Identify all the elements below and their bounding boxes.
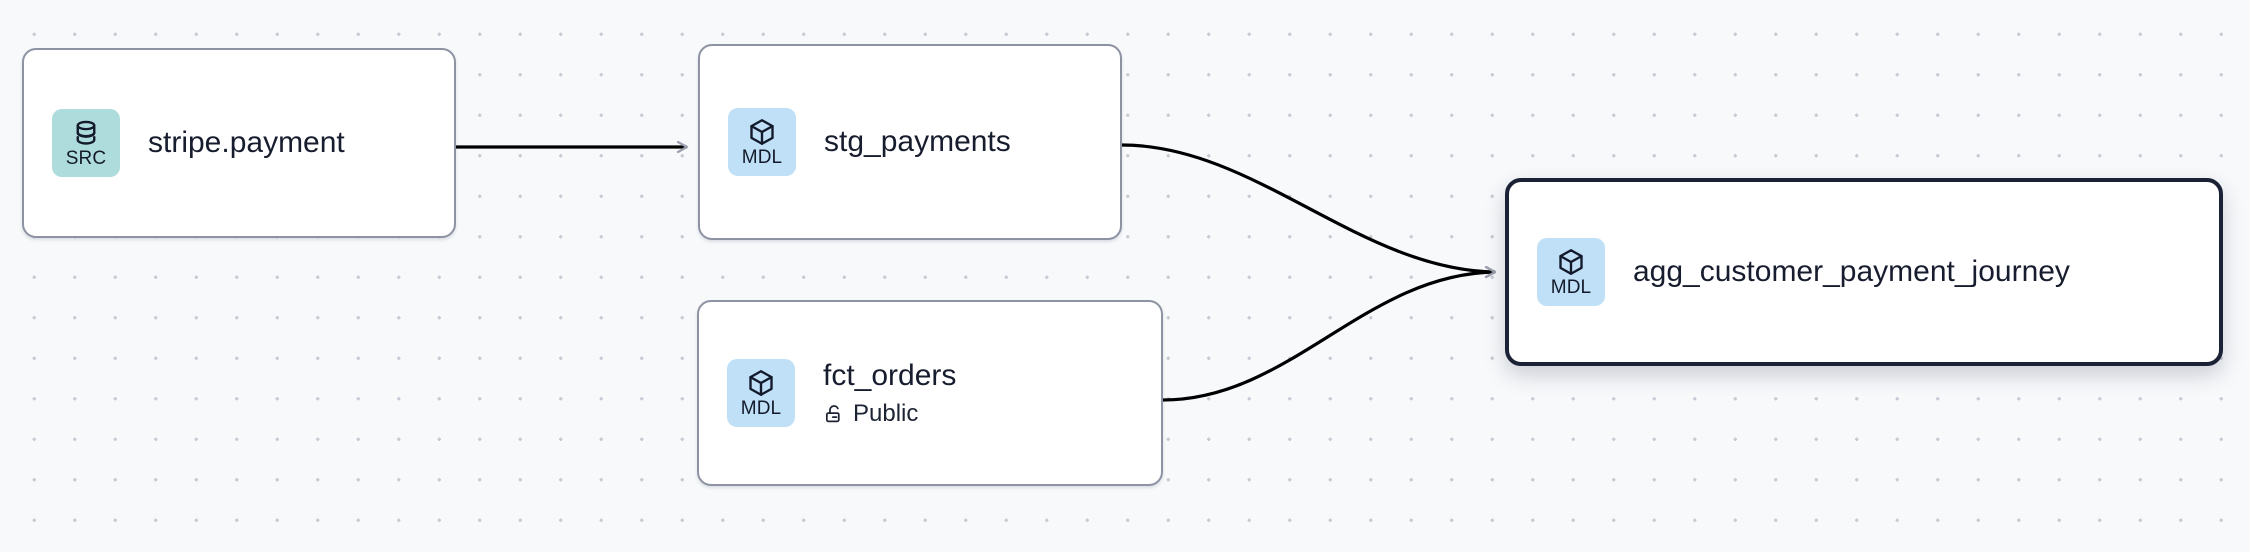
node-title: fct_orders [823,359,957,392]
node-badge-mdl: MDL [1537,238,1605,306]
node-badge-label: MDL [741,147,783,168]
node-visibility: Public [823,400,956,428]
node-badge-mdl: MDL [728,108,796,176]
node-body: fct_orders Public [823,358,956,428]
node-title: stg_payments [824,125,1011,158]
cube-icon [1559,249,1583,275]
node-stg-payments[interactable]: MDL stg_payments [698,44,1122,240]
node-title: stripe.payment [148,126,345,159]
node-badge-label: MDL [740,398,782,419]
unlock-icon [825,405,840,423]
cube-icon [749,370,773,396]
edge-fct-orders-to-agg [1162,272,1495,402]
node-body: stripe.payment [148,125,345,161]
node-body: stg_payments [824,124,1011,160]
node-agg-customer-payment-journey[interactable]: MDL agg_customer_payment_journey [1505,178,2223,366]
cube-icon [750,119,774,145]
node-body: agg_customer_payment_journey [1633,254,2070,290]
node-stripe-payment[interactable]: SRC stripe.payment [22,48,456,238]
node-title: agg_customer_payment_journey [1633,255,2070,288]
node-badge-mdl: MDL [727,359,795,427]
node-badge-label: MDL [1550,277,1592,298]
node-badge-label: SRC [65,148,107,169]
edge-stg-payments-to-agg [1121,143,1495,272]
node-badge-src: SRC [52,109,120,177]
database-icon [76,120,96,145]
node-fct-orders[interactable]: MDL fct_orders Public [697,300,1163,486]
node-visibility-label: Public [853,400,919,427]
